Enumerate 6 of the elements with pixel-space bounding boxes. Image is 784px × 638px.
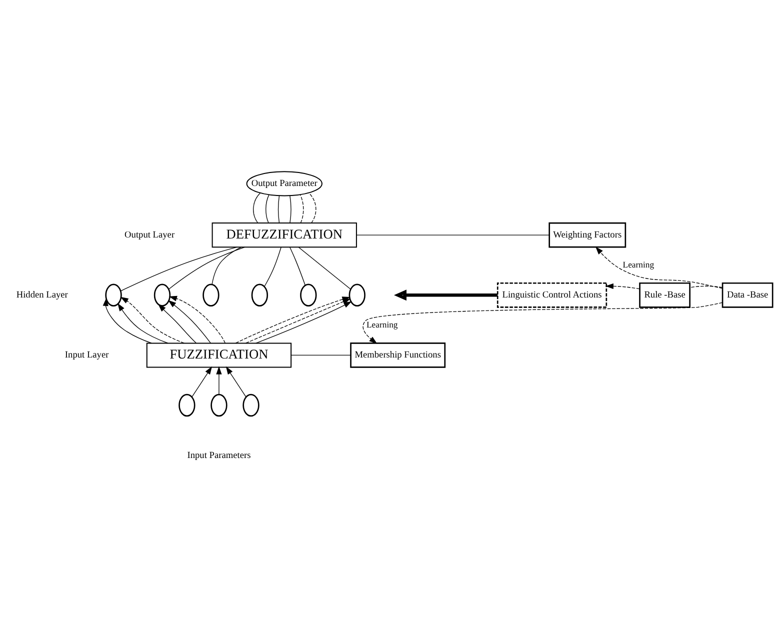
edge-label: Learning xyxy=(366,318,398,329)
label: Input Parameters xyxy=(187,450,251,460)
edge-label: Learning xyxy=(622,258,654,269)
label: Input Layer xyxy=(64,350,109,360)
label: Hidden Layer xyxy=(16,290,68,300)
label: Output Layer xyxy=(124,230,175,240)
